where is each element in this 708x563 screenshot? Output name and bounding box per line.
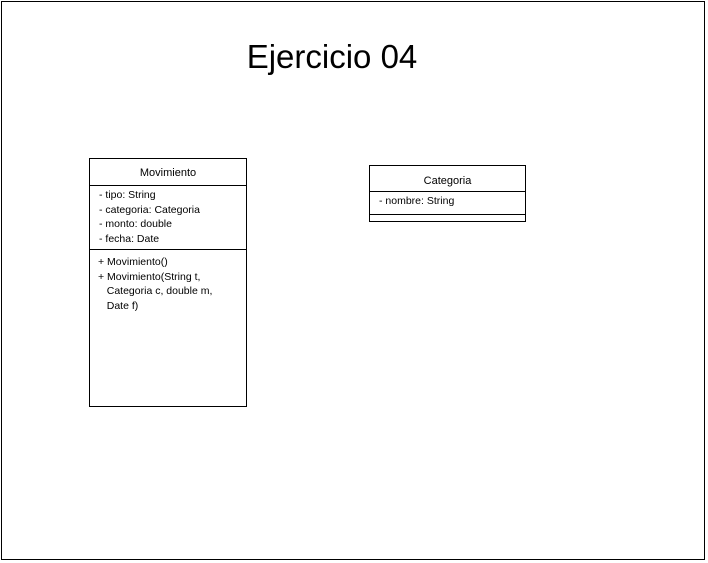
method-constructor-params-line3: Date f) [98,299,139,312]
methods-section-categoria [370,215,525,221]
methods-section-movimiento: + Movimiento() + Movimiento(String t, Ca… [90,250,246,313]
attribute-tipo: - tipo: String [99,189,156,201]
class-box-movimiento: Movimiento - tipo: String - categoria: C… [89,158,247,407]
attributes-section-categoria: - nombre: String [370,192,525,215]
attribute-nombre: - nombre: String [379,195,455,207]
attributes-section-movimiento: - tipo: String - categoria: Categoria - … [90,186,246,250]
class-box-categoria: Categoria - nombre: String [369,165,526,222]
method-constructor-params-line2: Categoria c, double m, [98,285,213,297]
method-constructor-params-line1: + Movimiento(String t, [98,270,201,283]
class-name-movimiento: Movimiento [90,159,246,186]
attribute-fecha: - fecha: Date [99,232,160,245]
class-name-categoria: Categoria [370,166,525,192]
diagram-title: Ejercicio 04 [246,38,418,75]
attribute-monto: - monto: double [99,218,172,230]
attribute-categoria: - categoria: Categoria [99,203,200,216]
method-constructor-empty: + Movimiento() [98,256,168,268]
